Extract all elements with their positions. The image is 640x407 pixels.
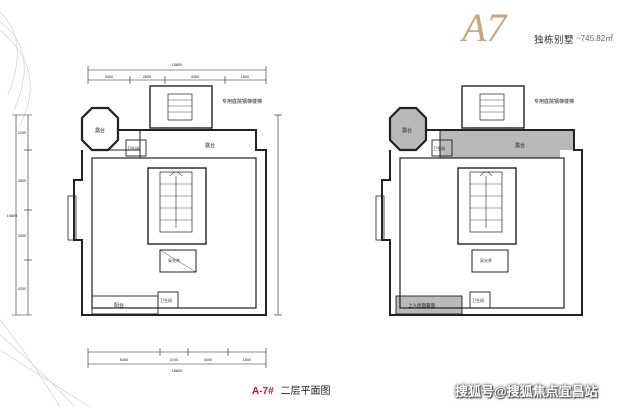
dim-left-2: 4500 bbox=[18, 179, 26, 183]
label-bath-s-right: 卫生间 bbox=[472, 297, 484, 303]
plan-title: 二层平面图 bbox=[280, 386, 331, 397]
dim-bottom-3: 3400 bbox=[204, 358, 212, 362]
dim-bottom-1: 6400 bbox=[120, 358, 128, 362]
label-terrace-nw-right: 露台 bbox=[402, 127, 412, 134]
dim-left-total: 15800 bbox=[7, 214, 18, 218]
dim-top-3: 4400 bbox=[191, 75, 199, 79]
plan-id: A-7# bbox=[252, 386, 274, 397]
dim-top-2: 2600 bbox=[143, 75, 151, 79]
dim-bottom-4: 1800 bbox=[243, 358, 251, 362]
dim-bottom-2: 2100 bbox=[170, 358, 178, 362]
label-upper-floor: 上人屋面露面 bbox=[408, 302, 435, 309]
label-bath-n-right: 卫生间 bbox=[433, 145, 445, 151]
brand-type-label: 独栋别墅 bbox=[534, 35, 575, 46]
dim-top-1: 3400 bbox=[105, 75, 113, 79]
dim-bottom-total: 15800 bbox=[172, 369, 183, 373]
brand-block: A7 独栋别墅 ~745.82㎡ bbox=[462, 8, 632, 54]
watermark: 搜狐号@搜狐焦点宜昌站 bbox=[455, 384, 598, 399]
dim-left-3: 3400 bbox=[18, 234, 26, 238]
label-balcony: 阳台 bbox=[114, 302, 124, 309]
label-lightwell-right: 采光井 bbox=[480, 257, 492, 263]
dim-top-4: 1600 bbox=[241, 75, 249, 79]
label-terrace-ne: 露台 bbox=[205, 142, 215, 149]
label-stair-access: 专用庭院钢梯楼梯 bbox=[222, 98, 262, 105]
label-lightwell: 采光井 bbox=[168, 257, 180, 263]
label-terrace-ne-right: 露台 bbox=[515, 142, 525, 149]
dim-left-1: 2100 bbox=[18, 131, 26, 135]
label-bath-s: 卫生间 bbox=[160, 297, 172, 303]
label-terrace-nw: 露台 bbox=[95, 127, 105, 134]
dim-top-total: 15800 bbox=[172, 63, 183, 67]
label-bath-n: 卫生间 bbox=[127, 145, 139, 151]
dim-left-4: 4200 bbox=[18, 287, 26, 291]
label-stair-access-right: 专用庭院钢梯楼梯 bbox=[534, 98, 574, 105]
brand-letter: A7 bbox=[462, 5, 507, 50]
plan-caption: A-7# 二层平面图 bbox=[252, 382, 330, 397]
brand-area: ~745.82㎡ bbox=[576, 34, 614, 43]
